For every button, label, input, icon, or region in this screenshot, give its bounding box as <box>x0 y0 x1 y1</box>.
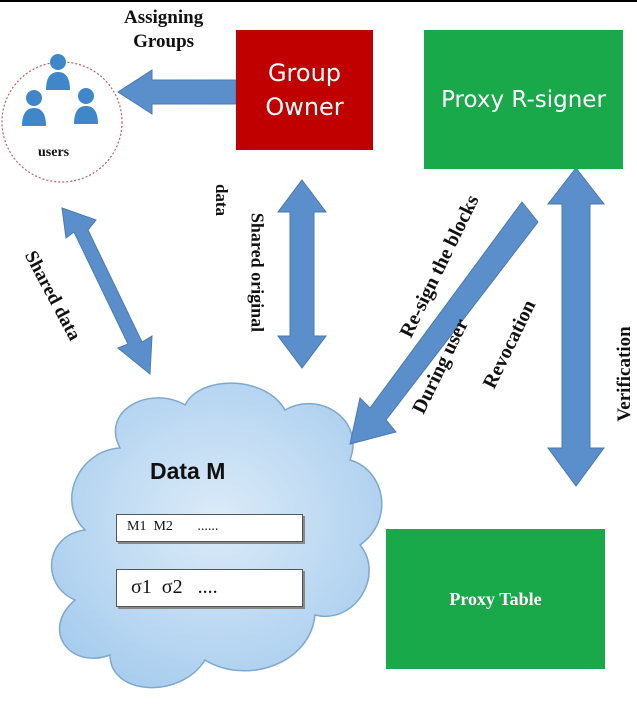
arrow-shared-original-data <box>277 179 327 369</box>
verification-label: Verification <box>614 326 635 422</box>
signatures-row-text: σ1 σ2 .... <box>131 576 218 598</box>
group-owner-label: Group Owner <box>265 59 344 121</box>
arrow-shared-data <box>61 207 153 376</box>
proxy-resigner-label: Proxy R-signer <box>441 86 606 113</box>
data-m-title: Data M <box>150 458 226 484</box>
arrow-resign-blocks <box>349 201 539 445</box>
blocks-row-text: M1 M2 ...... <box>127 519 219 534</box>
shared-original-data-label-1: Shared original <box>247 212 268 333</box>
users-label: users <box>38 145 70 160</box>
blocks-strip: M1 M2 ...... <box>116 514 303 542</box>
user-icon <box>22 90 46 126</box>
proxy-resigner-box: Proxy R-signer <box>424 30 623 169</box>
user-icon <box>46 54 70 90</box>
arrow-assign-groups <box>117 69 237 115</box>
users-group <box>1 54 123 183</box>
shared-original-data-label-2: data <box>212 183 231 217</box>
group-owner-box: Group Owner <box>236 30 373 150</box>
signatures-strip: σ1 σ2 .... <box>116 569 303 607</box>
proxy-table-label: Proxy Table <box>449 588 542 609</box>
arrow-verification <box>546 167 606 487</box>
assigning-groups-label: Assigning Groups <box>124 7 204 52</box>
top-border <box>0 0 637 2</box>
proxy-table-box: Proxy Table <box>386 529 605 669</box>
user-icon <box>74 88 98 124</box>
